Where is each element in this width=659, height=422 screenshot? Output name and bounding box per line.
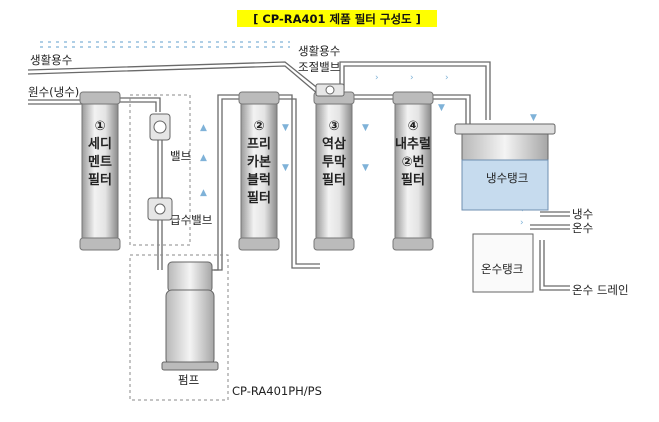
feed-valve-icon [147,197,173,221]
svg-text:▼: ▼ [282,163,289,173]
pump-label: 펌프 [178,373,199,387]
filter-2-line-3: 블럭 [247,173,271,188]
top-flow-arrows [40,41,290,48]
filter-1-line-0: ① [94,119,105,134]
svg-text:▼: ▼ [362,123,369,133]
valve-label: 밸브 [170,149,191,163]
filter-2 [238,91,280,251]
filter-2-label: ② 프리 카본 블럭 필터 [247,119,271,206]
cold-tank-label: 냉수탱크 [486,171,528,185]
hot-drain-label: 온수 드레인 [572,283,629,297]
model-label: CP-RA401PH/PS [232,384,322,398]
svg-text:›: › [445,73,449,83]
domestic-valve-label-2: 조절밸브 [298,60,340,74]
hot-water-label: 온수 [572,221,593,235]
filter-2-line-0: ② [253,119,264,134]
filter-4-line-3: 필터 [401,172,425,188]
domestic-control-valve-icon [315,83,345,97]
dashed-housings [129,94,229,401]
filter-3-line-0: ③ [328,119,339,134]
svg-text:▼: ▼ [438,103,445,113]
filter-1-line-2: 멘트 [88,154,112,170]
domestic-water-label: 생활용수 [30,53,72,67]
filter-2-line-1: 프리 [247,136,271,152]
diagram-title: [ CP-RA401 제품 필터 구성도 ] [253,12,421,26]
feed-valve-label: 급수밸브 [170,213,212,227]
valve-icon [149,113,171,141]
filter-4-line-2: ②번 [402,155,425,170]
hot-tank [472,233,534,293]
cold-tank [454,123,556,211]
filter-4 [392,91,434,251]
filter-1-line-3: 필터 [88,172,112,188]
filter-1-line-1: 세디 [88,136,112,152]
svg-text:▲: ▲ [200,188,207,198]
filter-2-line-2: 카본 [247,155,271,170]
filter-3-line-3: 필터 [322,172,346,188]
filter-3-label: ③ 역삼 투막 필터 [322,119,346,188]
svg-text:›: › [375,73,379,83]
filter-2-line-4: 필터 [247,190,271,206]
pump-icon [161,261,219,371]
cold-water-label: 냉수 [572,207,593,221]
filter-3-line-2: 투막 [322,154,346,170]
raw-water-label: 원수(냉수) [28,85,79,99]
svg-text:▲: ▲ [200,153,207,163]
svg-text:▼: ▼ [282,123,289,133]
domestic-valve-label-1: 생활용수 [298,44,340,58]
hot-tank-label: 온수탱크 [481,262,523,276]
filter-3-line-1: 역삼 [322,136,346,152]
filter-4-label: ④ 내추럴 ②번 필터 [395,119,431,188]
filter-1 [79,91,121,251]
filter-1-label: ① 세디 멘트 필터 [88,119,112,188]
svg-text:›: › [520,218,524,228]
filter-4-line-0: ④ [407,119,418,134]
filter-3 [313,91,355,251]
svg-text:▲: ▲ [200,123,207,133]
title-background [237,10,437,27]
svg-text:▼: ▼ [530,113,537,123]
svg-text:›: › [410,73,414,83]
svg-text:▼: ▼ [362,163,369,173]
filter-4-line-1: 내추럴 [395,136,431,152]
flow-arrows: ▲▲▲ ▼▼ ▼▼ ▼ ▼ ››› ‹› ▼▼ [200,73,537,273]
